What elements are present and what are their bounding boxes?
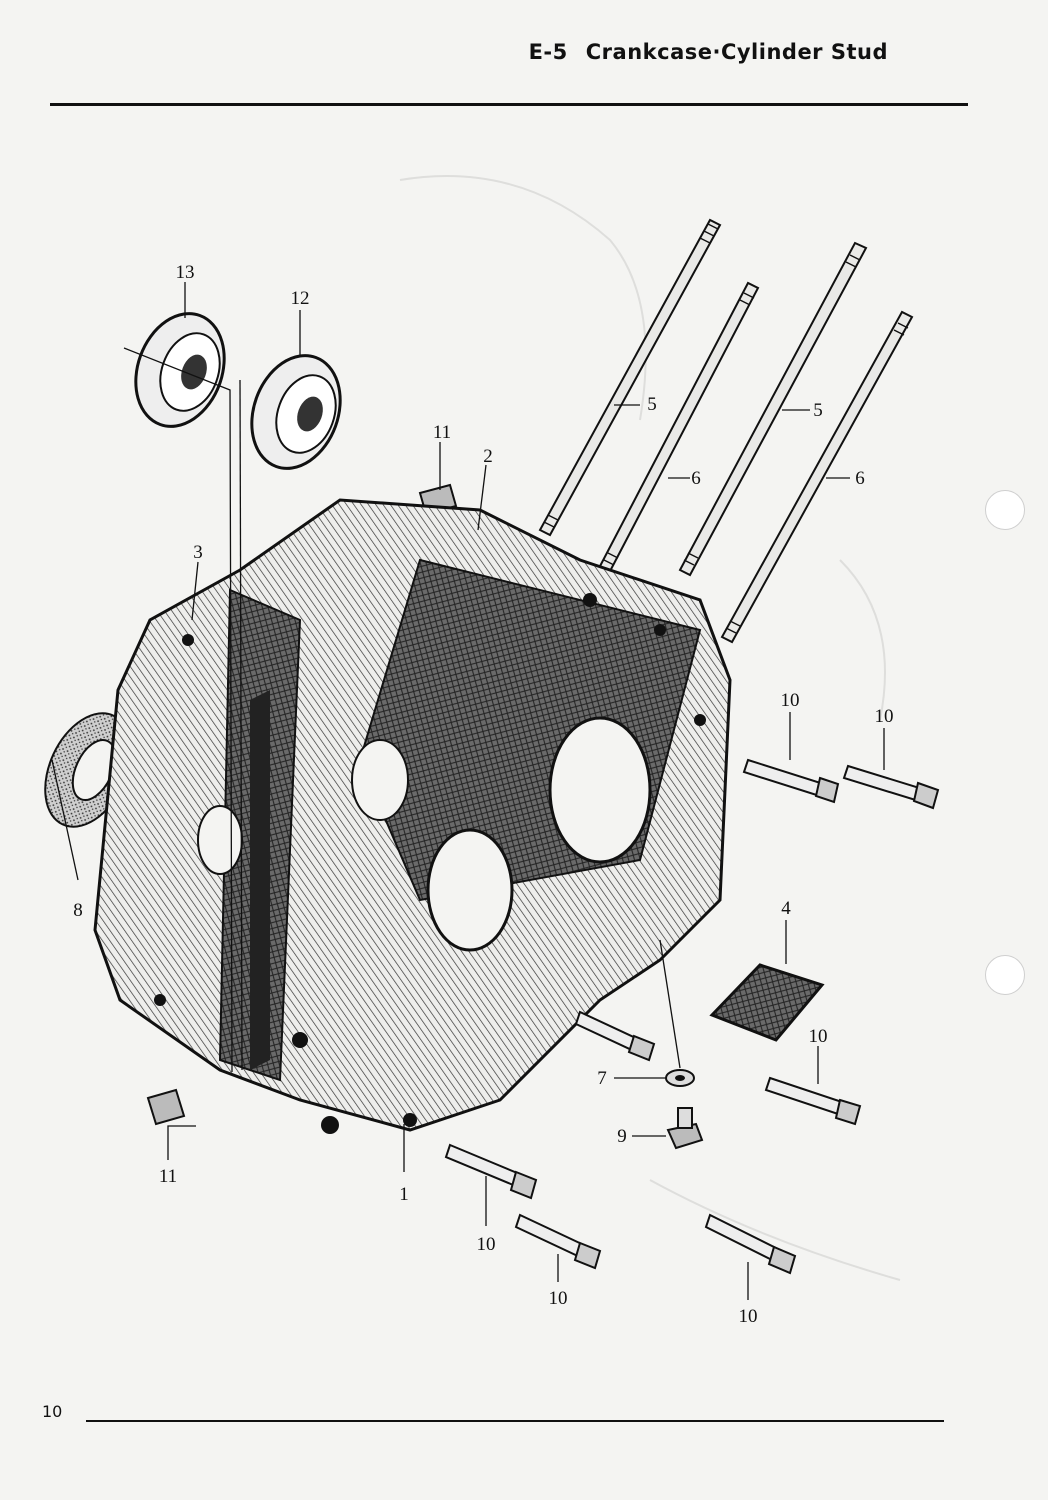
callout-3: 3 [193, 542, 203, 563]
callout-5-left: 5 [647, 394, 657, 415]
section-header: E-5 Crankcase·Cylinder Stud [529, 40, 888, 64]
callout-10-b: 10 [875, 706, 894, 727]
callout-10-a: 10 [781, 690, 800, 711]
leader-lines [51, 282, 885, 1300]
section-code: E-5 [528, 40, 568, 64]
page-number: 10 [42, 1402, 63, 1421]
oil-strainer-screen [709, 963, 825, 1042]
callout-13: 13 [176, 262, 195, 283]
callout-10-f: 10 [739, 1306, 758, 1327]
callout-12: 12 [291, 288, 310, 309]
callout-6-left: 6 [691, 468, 701, 489]
bearing-13 [134, 312, 226, 428]
callout-8: 8 [73, 900, 83, 921]
callout-2: 2 [483, 446, 493, 467]
callout-7: 7 [597, 1068, 607, 1089]
callout-9: 9 [617, 1126, 627, 1147]
bolts [444, 758, 940, 1275]
section-title: Crankcase·Cylinder Stud [585, 40, 888, 64]
callout-11-upper: 11 [433, 422, 451, 443]
callout-11-lower: 11 [159, 1166, 177, 1187]
callout-10-d: 10 [477, 1234, 496, 1255]
header-rule [50, 103, 968, 106]
bearing-12 [250, 354, 342, 470]
callout-4: 4 [781, 898, 791, 919]
callout-6-right: 6 [855, 468, 865, 489]
binder-hole [985, 955, 1025, 995]
callout-numbers: 13 12 11 11 2 3 5 5 6 6 8 10 10 10 10 10… [73, 262, 893, 1327]
drain-plug [666, 1107, 704, 1150]
callout-10-c: 10 [809, 1026, 828, 1047]
crankcase-assembly [93, 498, 732, 1134]
dowel-pin-lower [146, 1088, 186, 1126]
binder-hole [985, 490, 1025, 530]
callout-10-e: 10 [549, 1288, 568, 1309]
callout-5-right: 5 [813, 400, 823, 421]
sealing-washer [665, 1069, 695, 1087]
footer-rule [86, 1420, 944, 1422]
callout-1: 1 [399, 1184, 409, 1205]
